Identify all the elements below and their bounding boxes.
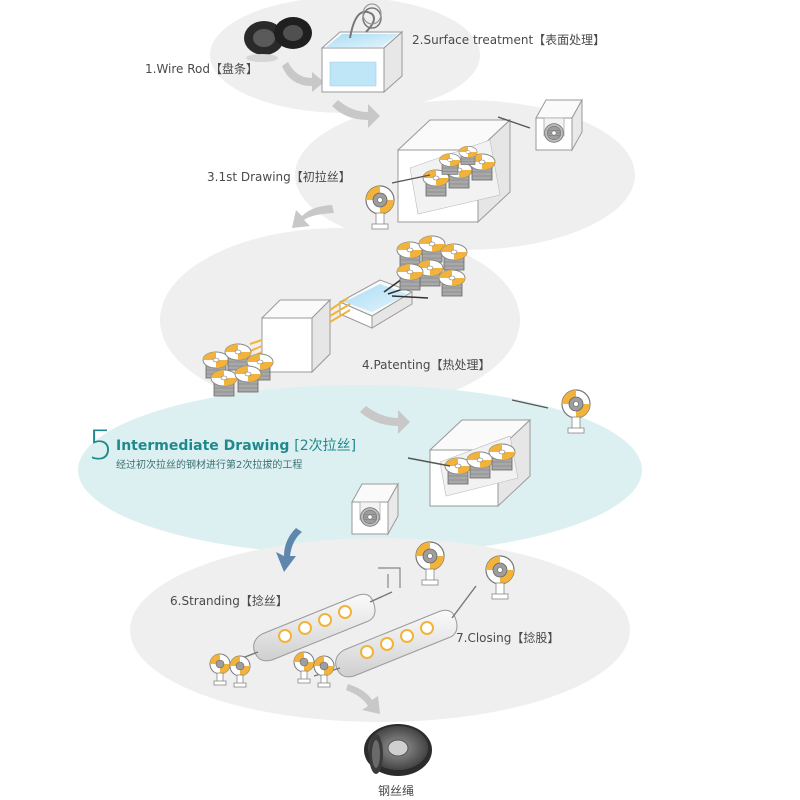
arrow-2-3-icon [332,100,380,128]
drawing-machine-icon [365,116,531,230]
arrow-1-2-icon [282,62,324,92]
closing-machine-icon [293,555,515,688]
step-7-label: 7.Closing【捻股】 [456,631,560,645]
takeup-box-icon [536,100,582,150]
step-6-label: 6.Stranding【捻丝】 [170,594,288,608]
step-2-label: 2.Surface treatment【表面处理】 [412,33,606,47]
step-5-title-en: Intermediate Drawing [116,438,290,454]
surface-tank-icon [320,3,404,94]
flow-arrows [276,62,410,714]
arrow-3-4-icon [292,205,334,228]
step-4-label: 4.Patenting【热处理】 [362,358,491,372]
arrow-4-5-icon [360,406,410,434]
step-1-label: 1.Wire Rod【盘条】 [145,62,259,76]
wire-rod-coil-icon [244,17,312,62]
stage-ellipse-6-7 [130,538,630,722]
step-5-number: 5 [88,423,114,469]
step-5-title-cn: [2次拉丝] [294,438,357,454]
arrow-5-6-icon [276,528,302,572]
stranding-machine-icon [209,541,445,688]
arrow-7-product-icon [346,684,380,714]
step-3-label: 3.1st Drawing【初拉丝】 [207,170,351,184]
product-label: 钢丝绳 [378,784,415,798]
furnace-icon [247,265,429,374]
step-5-description: 经过初次拉丝的钢材进行第2次拉拔的工程 [116,460,303,471]
intermediate-drawing-machine-icon [352,389,591,534]
wire-rope-reel-icon [364,724,432,776]
step-5-title: Intermediate Drawing [2次拉丝] [116,435,356,455]
